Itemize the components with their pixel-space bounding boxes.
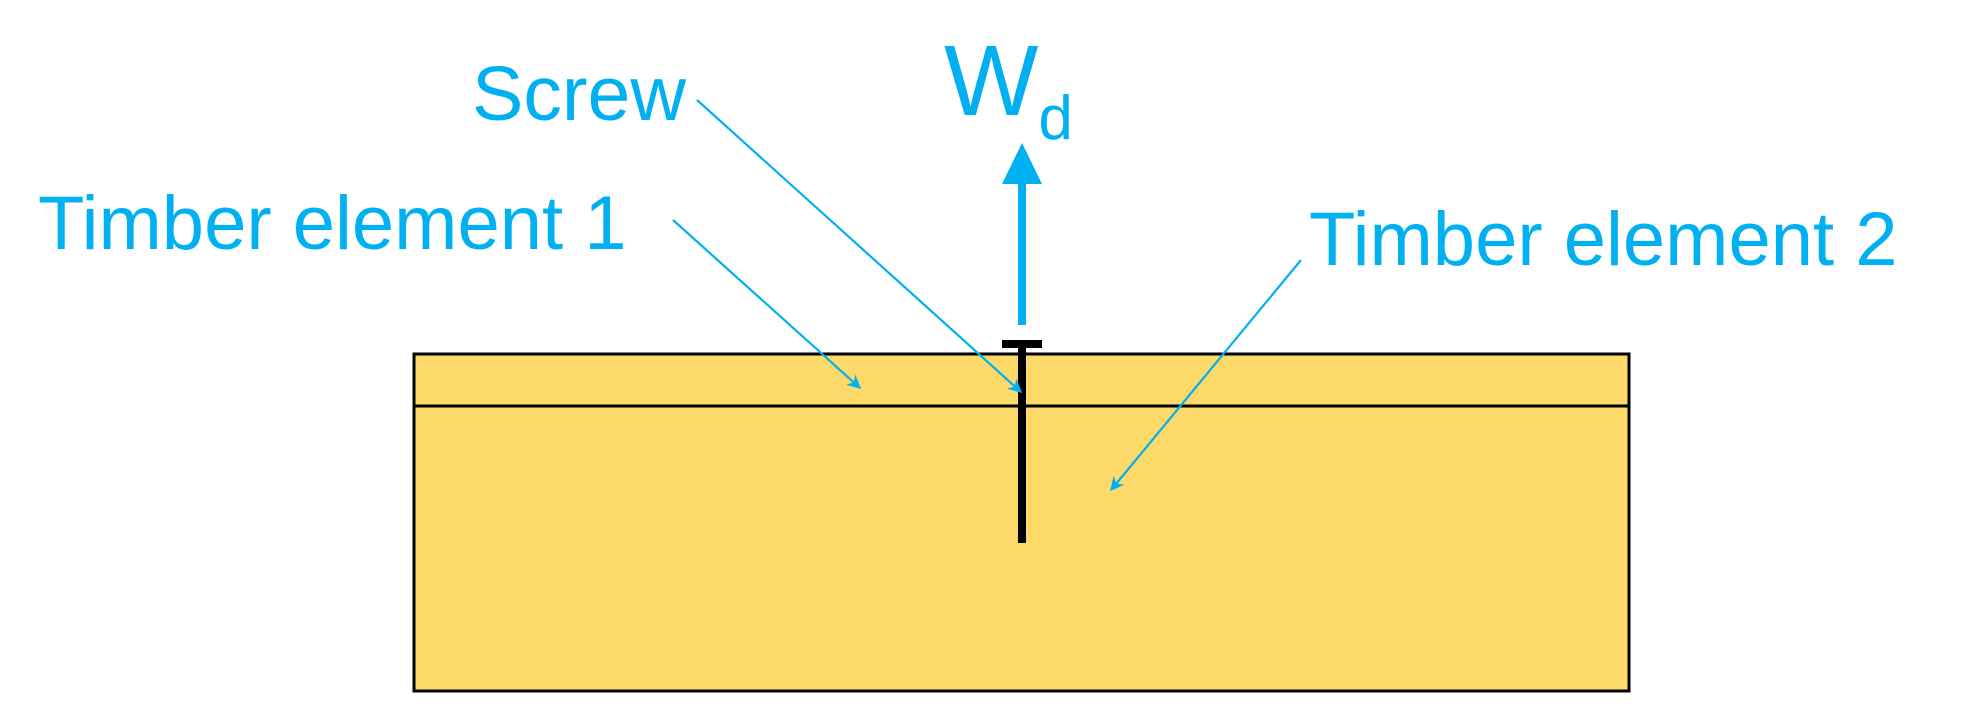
load-arrow-head (1002, 143, 1042, 184)
screw-shaft (1018, 340, 1026, 543)
load-symbol: W (944, 25, 1039, 137)
screw (1002, 340, 1042, 543)
load-arrow-shaft (1018, 180, 1026, 325)
screw-leader-arrow (696, 99, 1023, 393)
timber-element-2-leader-arrow (1110, 259, 1302, 492)
timber-element-1-leader-arrow (672, 219, 862, 389)
timber-element-2-label: Timber element 2 (1309, 197, 1898, 282)
load-subscript: d (1038, 84, 1072, 153)
screw-label: Screw (472, 51, 686, 137)
timber-element-1-label: Timber element 1 (38, 181, 627, 266)
load-label: Wd (944, 25, 1073, 153)
arrow-up-icon (1002, 143, 1042, 325)
